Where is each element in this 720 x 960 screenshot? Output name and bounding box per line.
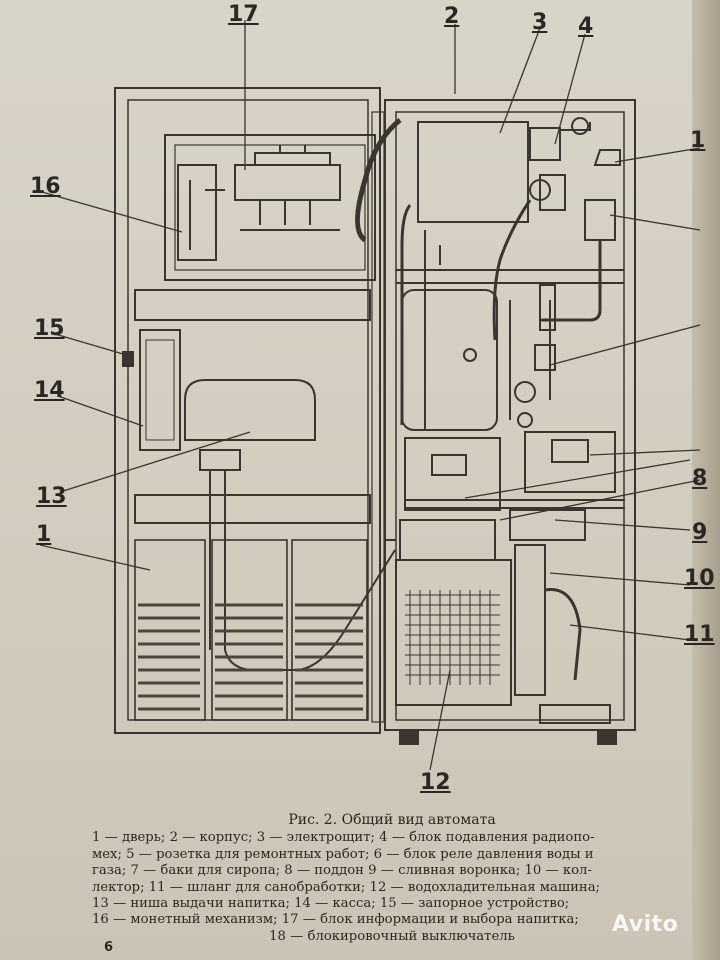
callout-10: 10 — [684, 566, 715, 591]
callout-2: 2 — [444, 4, 460, 29]
caption-line: лектор; 11 — шланг для санобработки; 12 … — [92, 879, 600, 895]
tray — [405, 499, 625, 509]
callout-9: 9 — [692, 520, 708, 545]
callout-13: 13 — [36, 484, 67, 509]
caption-line: 18 — блокировочный выключатель — [269, 928, 515, 944]
syrup-tank-2 — [524, 431, 616, 493]
page-edge — [692, 0, 720, 960]
figure-caption: Рис. 2. Общий вид автомата 1 — дверь; 2 … — [92, 812, 692, 945]
callout-8: 8 — [692, 466, 708, 491]
callout-3: 3 — [532, 10, 548, 35]
cash-box — [139, 329, 181, 451]
syrup-tank-1 — [404, 437, 501, 511]
water-cooler — [395, 559, 512, 706]
callout-1-door: 1 — [36, 522, 52, 547]
tank-frame — [401, 289, 498, 431]
coin-mechanism — [177, 164, 217, 261]
caption-line: 1 — дверь; 2 — корпус; 3 — электрощит; 4… — [92, 830, 595, 846]
door-frame — [114, 87, 381, 734]
drain-funnel — [509, 509, 586, 541]
shelf-bar — [134, 494, 371, 524]
callout-14: 14 — [34, 378, 65, 403]
info-block — [234, 164, 341, 201]
body-frame — [384, 99, 636, 731]
callout-1-right: 1 — [690, 128, 706, 153]
caption-line: 16 — монетный механизм; 17 — блок информ… — [92, 912, 579, 928]
caption-line: газа; 7 — баки для сиропа; 8 — поддон 9 … — [92, 863, 592, 879]
callout-17: 17 — [228, 2, 259, 27]
watermark: Avito — [612, 912, 679, 937]
callout-12: 12 — [420, 770, 451, 795]
callout-16: 16 — [30, 174, 61, 199]
dispensing-niche — [184, 379, 316, 441]
sanitation-hose — [544, 588, 582, 681]
caption-title: Рис. 2. Общий вид автомата — [288, 812, 496, 828]
caption-line: 13 — ниша выдачи напитка; 14 — касса; 15… — [92, 896, 570, 912]
callout-15: 15 — [34, 316, 65, 341]
callout-4: 4 — [578, 14, 594, 39]
callout-11: 11 — [684, 622, 715, 647]
page-number: 6 — [104, 940, 114, 955]
interference-block — [529, 127, 561, 161]
caption-line: мех; 5 — розетка для ремонтных работ; 6 … — [92, 846, 594, 862]
collector — [514, 544, 546, 696]
electric-panel — [417, 121, 529, 223]
